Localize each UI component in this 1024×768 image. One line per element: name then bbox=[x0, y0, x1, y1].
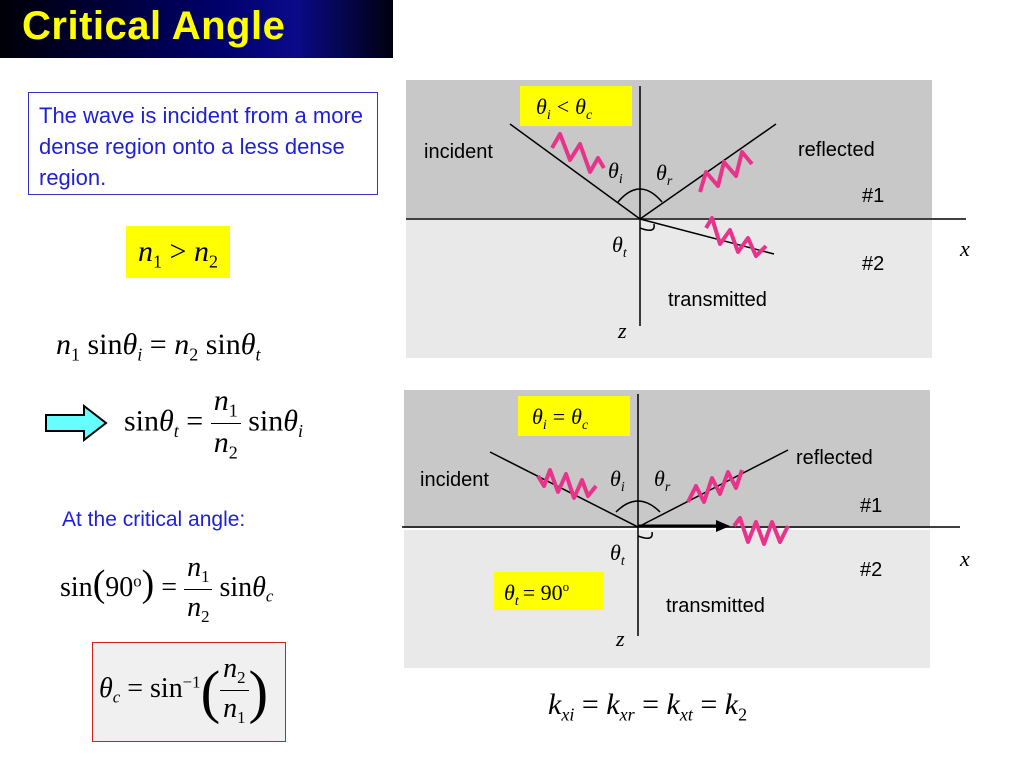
x-axis-label: x bbox=[959, 236, 970, 261]
slide-title: Critical Angle bbox=[22, 4, 286, 48]
intro-text: The wave is incident from a more dense r… bbox=[39, 103, 364, 190]
diagram-below-critical: θi<θc incident reflected #1 #2 transmitt… bbox=[406, 80, 970, 358]
theta-t-label: θt bbox=[612, 232, 628, 261]
incidence-arc bbox=[617, 188, 663, 203]
incidence-arc bbox=[615, 500, 661, 513]
svg-text:θt= 90o: θt= 90o bbox=[504, 579, 569, 609]
transmitted-wave-icon bbox=[732, 516, 790, 546]
reflected-ray bbox=[637, 449, 789, 528]
n2-symbol: n bbox=[193, 235, 209, 268]
incident-label: incident bbox=[424, 141, 493, 163]
wavenumber-equality: kxi = kxr = kxt = k2 bbox=[548, 688, 748, 725]
x-axis-label: x bbox=[959, 546, 970, 571]
critical-angle-label: At the critical angle: bbox=[62, 508, 246, 531]
transmitted-label: transmitted bbox=[668, 289, 767, 311]
title-bar bbox=[0, 0, 393, 58]
intro-box: The wave is incident from a more dense r… bbox=[28, 92, 378, 195]
z-axis-label: z bbox=[617, 318, 627, 343]
reflected-label: reflected bbox=[798, 139, 875, 161]
reflected-wave-icon bbox=[698, 150, 754, 193]
n1-symbol: n bbox=[138, 235, 154, 268]
incident-label: incident bbox=[420, 469, 489, 491]
region2-background bbox=[404, 530, 930, 668]
index-inequality: n1 > n2 bbox=[126, 226, 230, 278]
theta-r-label: θr bbox=[656, 160, 673, 189]
diagram-at-critical: θi=θc incident reflected #1 #2 transmitt… bbox=[402, 390, 970, 668]
region2-label: #2 bbox=[860, 559, 882, 581]
region1-background bbox=[406, 80, 932, 218]
theta-t-90-badge bbox=[494, 572, 604, 610]
reflected-wave-icon bbox=[686, 469, 744, 504]
incident-wave-icon bbox=[536, 468, 598, 500]
incident-ray bbox=[489, 451, 639, 528]
incident-ray bbox=[509, 123, 641, 220]
theta-t-label: θt bbox=[610, 540, 626, 569]
condition-badge bbox=[520, 86, 632, 126]
region1-label: #1 bbox=[860, 495, 882, 517]
z-axis-label: z bbox=[615, 626, 625, 651]
snells-law: n1 sinθi = n2 sinθt bbox=[56, 328, 261, 365]
reflected-label: reflected bbox=[796, 447, 873, 469]
theta-r-label: θr bbox=[654, 466, 671, 495]
implies-arrow-icon bbox=[45, 404, 108, 442]
region2-background bbox=[406, 220, 932, 358]
transmission-arc bbox=[639, 223, 655, 231]
greater-sign: > bbox=[169, 235, 187, 268]
svg-text:θi=θc: θi=θc bbox=[532, 404, 589, 433]
region1-background bbox=[404, 390, 930, 528]
theta-i-label: θi bbox=[608, 158, 623, 187]
transmitted-wave-icon bbox=[704, 216, 768, 258]
transmitted-label: transmitted bbox=[666, 595, 765, 617]
region1-label: #1 bbox=[862, 185, 884, 207]
condition-badge bbox=[518, 396, 630, 436]
theta-i-label: θi bbox=[610, 466, 625, 495]
region2-label: #2 bbox=[862, 253, 884, 275]
transmission-arc bbox=[637, 531, 653, 539]
incident-wave-icon bbox=[550, 132, 606, 174]
svg-text:θi<θc: θi<θc bbox=[536, 94, 593, 123]
transmitted-arrowhead-icon bbox=[716, 520, 730, 532]
